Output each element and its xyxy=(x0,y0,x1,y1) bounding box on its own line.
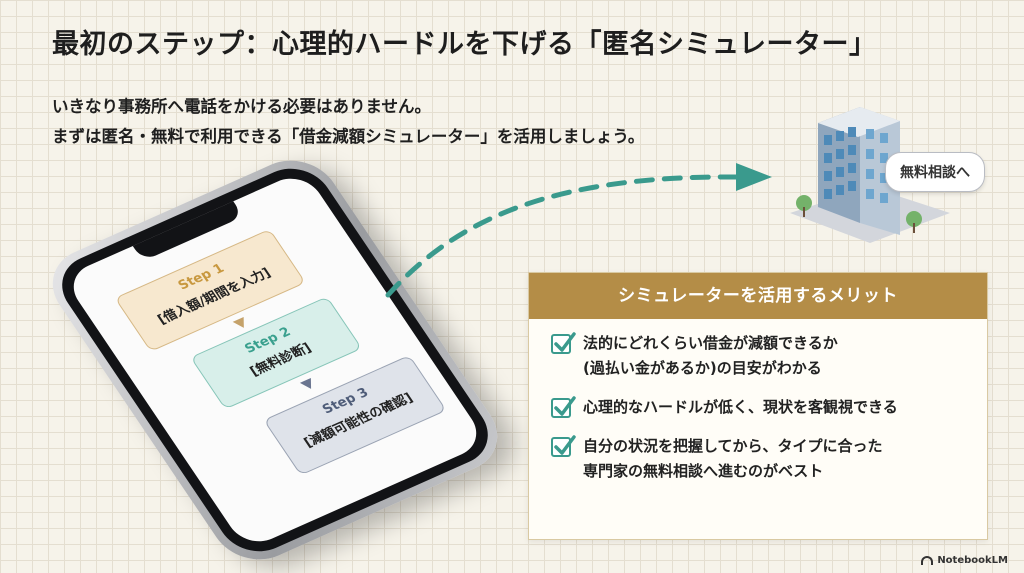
dashed-arrow-icon xyxy=(385,163,772,298)
checkmark-icon xyxy=(551,332,576,354)
intro-text: いきなり事務所へ電話をかける必要はありません。 まずは匿名・無料で利用できる「借… xyxy=(52,92,812,152)
notebooklm-logo-icon xyxy=(921,556,934,565)
checkmark-icon xyxy=(551,396,576,418)
arrow-down-icon xyxy=(299,377,317,392)
merits-heading: シミュレーターを活用するメリット xyxy=(529,273,987,319)
brand-watermark: NotebookLM xyxy=(921,555,1008,566)
merit-1-line-2: (過払い金があるか)の目安がわかる xyxy=(583,359,822,377)
merit-3-line-2: 専門家の無料相談へ進むのがベスト xyxy=(583,462,824,480)
checkmark-icon xyxy=(551,435,576,457)
office-building-icon xyxy=(790,107,950,243)
intro-line-2: まずは匿名・無料で利用できる「借金減額シミュレーター」を活用しましょう。 xyxy=(52,127,645,146)
merit-item: 自分の状況を把握してから、タイプに合った 専門家の無料相談へ進むのがベスト xyxy=(551,434,971,484)
merit-2-line-1: 心理的なハードルが低く、現状を客観視できる xyxy=(583,398,898,416)
page-title: 最初のステップ：心理的ハードルを下げる「匿名シミュレーター」 xyxy=(52,29,877,60)
merits-panel: シミュレーターを活用するメリット 法的にどれくらい借金が減額できるか (過払い金… xyxy=(528,272,988,540)
consult-badge: 無料相談へ xyxy=(885,152,985,192)
merit-3-line-1: 自分の状況を把握してから、タイプに合った xyxy=(583,437,883,455)
arrow-down-icon xyxy=(232,317,250,331)
merit-item: 心理的なハードルが低く、現状を客観視できる xyxy=(551,395,971,420)
brand-name: NotebookLM xyxy=(937,555,1008,566)
merits-list: 法的にどれくらい借金が減額できるか (過払い金があるか)の目安がわかる 心理的な… xyxy=(529,319,987,484)
merit-1-line-1: 法的にどれくらい借金が減額できるか xyxy=(583,334,838,352)
intro-line-1: いきなり事務所へ電話をかける必要はありません。 xyxy=(52,97,432,116)
merit-item: 法的にどれくらい借金が減額できるか (過払い金があるか)の目安がわかる xyxy=(551,331,971,381)
